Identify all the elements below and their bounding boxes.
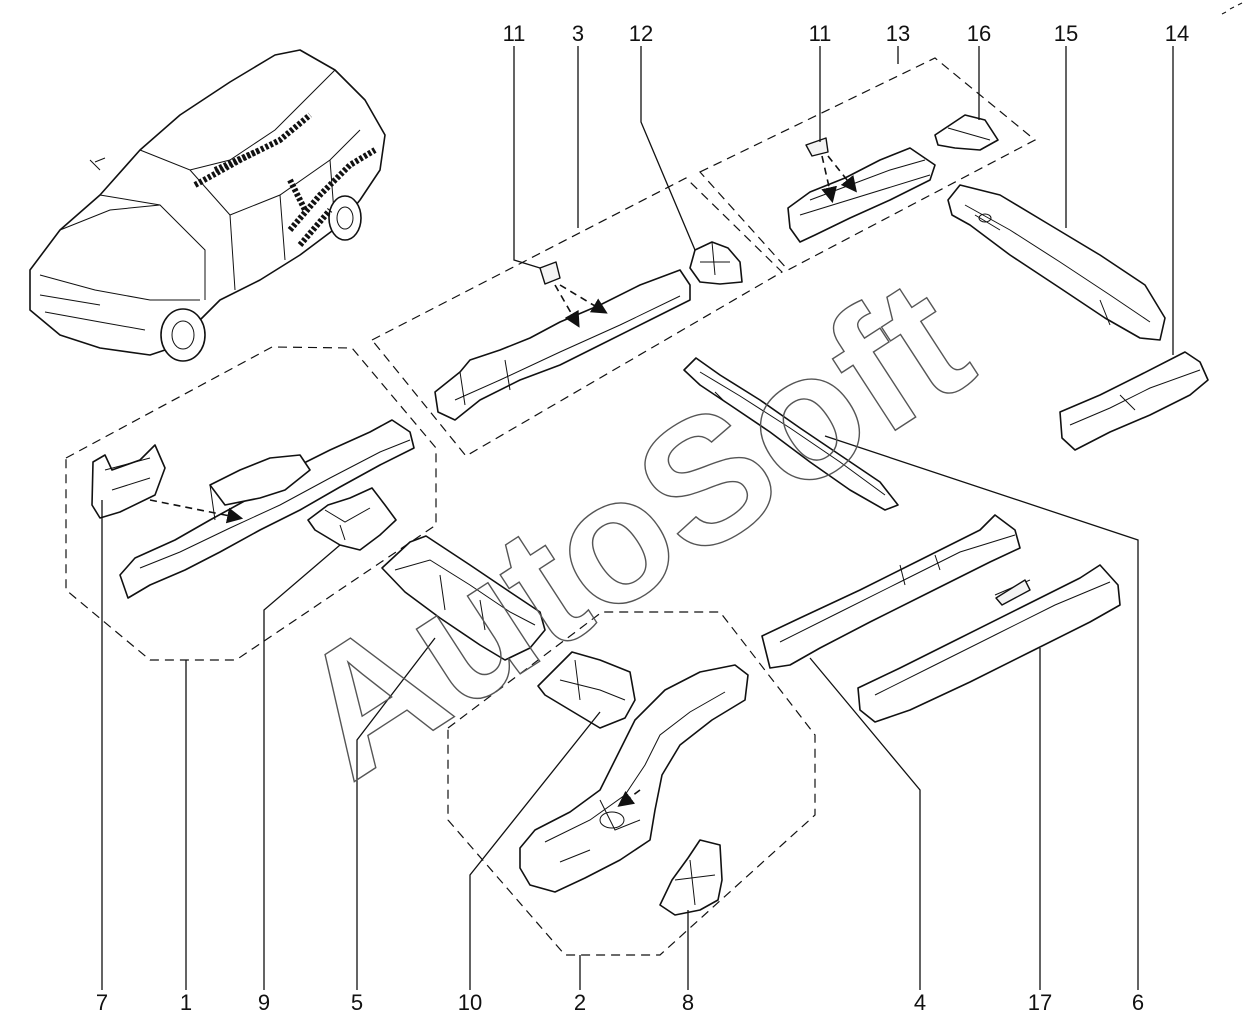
part-4-floor-rail [761,514,1021,669]
callout-6: 6 [1132,990,1144,1015]
part-3-sill-member [434,261,691,421]
callout-9: 9 [258,990,270,1015]
callout-4: 4 [914,990,926,1015]
part-9-gusset [307,487,397,551]
callouts-bottom: 7 1 9 5 10 2 8 4 17 6 [96,990,1144,1015]
part-17-floor-rail [857,564,1121,723]
callout-3: 3 [572,21,584,46]
part-12-bracket [689,241,743,285]
callout-15: 15 [1054,21,1078,46]
callout-1: 1 [180,990,192,1015]
part-13-rail [787,137,936,243]
callout-12: 12 [629,21,653,46]
part-15-crossmember [947,184,1166,341]
corner-mark [1221,2,1243,15]
part-6-crossmember [683,357,899,511]
callout-16: 16 [967,21,991,46]
part-14-rear-member [1059,351,1209,451]
callout-14: 14 [1165,21,1189,46]
part-1-front-rail [119,419,415,599]
callout-7: 7 [96,990,108,1015]
callout-8: 8 [682,990,694,1015]
part-5-panel [381,535,546,661]
part-16-bracket [934,114,999,151]
group-13-outline [699,57,1037,271]
callout-5: 5 [351,990,363,1015]
callout-10: 10 [458,990,482,1015]
leader-lines [101,46,1174,990]
part-2-rail-assembly [519,664,749,893]
car-overview-drawing [29,49,386,362]
group-3-outline [371,177,783,457]
callout-17: 17 [1028,990,1052,1015]
callout-13: 13 [886,21,910,46]
part-10-bracket [537,651,636,729]
callout-11-left: 11 [503,21,526,46]
part-7-bracket [91,444,244,524]
callouts-top: 11 3 12 11 13 16 15 14 [503,21,1190,46]
group-1-outline [65,346,437,661]
callout-11-right: 11 [809,21,832,46]
group-2-outline [447,611,816,956]
callout-2: 2 [574,990,586,1015]
part-8-bracket [659,839,723,916]
